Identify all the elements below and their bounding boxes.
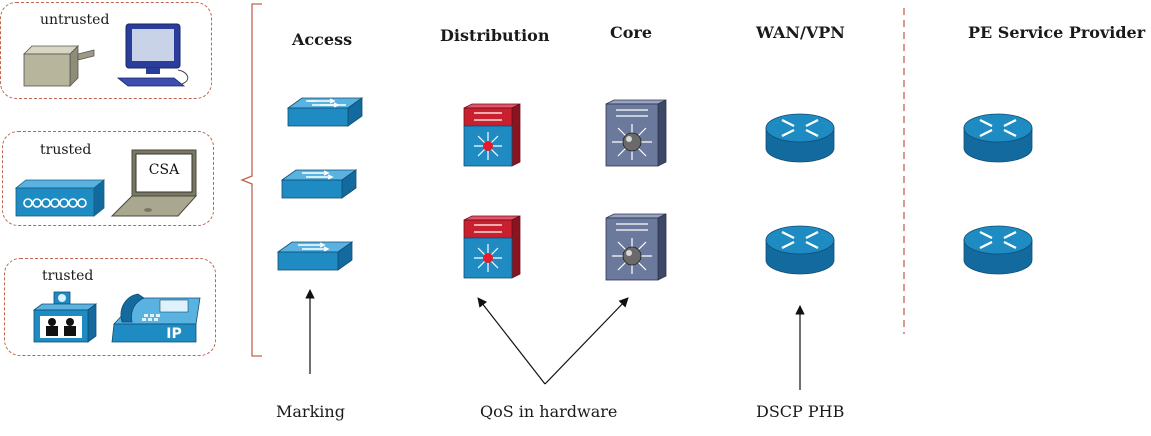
core-switch-icon	[605, 99, 667, 167]
printer-icon	[23, 45, 95, 87]
distribution-switch-icon	[463, 103, 521, 167]
qos-label: QoS in hardware	[480, 402, 618, 421]
qos-arrow-core	[544, 297, 629, 385]
dscp-label: DSCP PHB	[756, 402, 845, 421]
access-title: Access	[292, 30, 353, 49]
laptop-csa-label: CSA	[149, 162, 180, 178]
trusted-zone-1-label: trusted	[40, 142, 92, 158]
wan-title: WAN/VPN	[756, 23, 845, 42]
voice-gateway-icon	[14, 179, 106, 217]
trusted-zone-2-label: trusted	[42, 268, 94, 284]
distribution-switch-icon	[463, 215, 521, 279]
ip-phone-icon: IP	[111, 293, 201, 343]
wan-router-icon	[765, 225, 835, 275]
access-switch-icon	[276, 241, 354, 271]
pe-router-icon	[963, 225, 1033, 275]
core-title: Core	[610, 23, 653, 42]
distribution-title: Distribution	[440, 26, 550, 45]
untrusted-zone	[0, 2, 212, 99]
laptop-icon: CSA	[110, 149, 198, 217]
trusted-zone-1	[2, 131, 214, 226]
provider-title: PE Service Provider	[968, 23, 1146, 42]
marking-label: Marking	[276, 402, 345, 421]
pe-router-icon	[963, 113, 1033, 163]
wan-router-icon	[765, 113, 835, 163]
ip-phone-label: IP	[166, 326, 181, 342]
video-camera-icon	[32, 291, 98, 343]
untrusted-zone-label: untrusted	[40, 12, 110, 28]
trusted-zone-2	[4, 258, 216, 356]
group-bracket	[240, 3, 262, 357]
access-switch-icon	[286, 97, 364, 127]
qos-arrow-distribution	[477, 297, 546, 385]
access-switch-icon	[280, 169, 358, 199]
workstation-icon	[116, 23, 189, 87]
core-switch-icon	[605, 213, 667, 281]
